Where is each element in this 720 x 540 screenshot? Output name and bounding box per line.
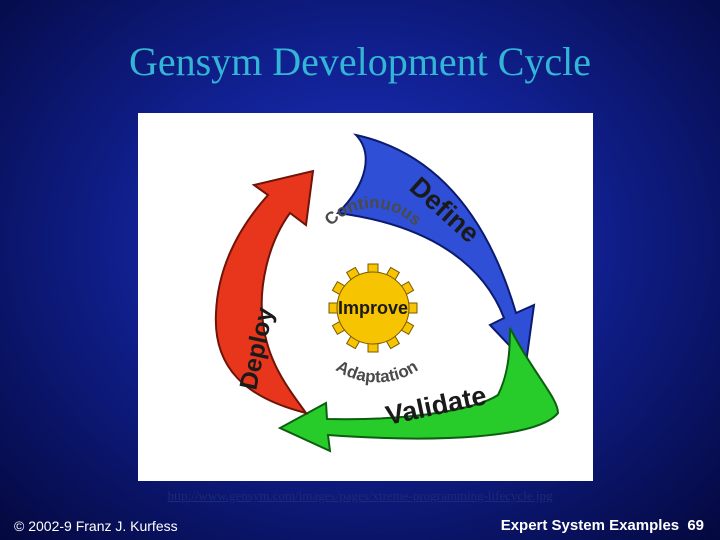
cycle-diagram: Define Validate Deploy Conti: [138, 113, 593, 481]
copyright-footer: © 2002-9 Franz J. Kurfess: [14, 518, 178, 534]
define-arrow: [335, 133, 536, 366]
footer-course-title: Expert System Examples 69: [497, 517, 704, 534]
slide-title: Gensym Development Cycle: [128, 39, 592, 84]
deploy-arrow: [214, 169, 315, 415]
footer-course-name: Expert System Examples: [500, 517, 680, 534]
validate-arrow: [277, 327, 560, 453]
cycle-diagram-svg: Define Validate Deploy Conti: [214, 133, 560, 453]
adaptation-label: Adaptation: [333, 357, 421, 387]
gear-icon: [328, 263, 418, 353]
improve-label: Improve: [338, 298, 408, 318]
page-number: 69: [687, 517, 704, 534]
source-link[interactable]: http://www.gensym.com/images/pages/xtrem…: [167, 488, 553, 503]
